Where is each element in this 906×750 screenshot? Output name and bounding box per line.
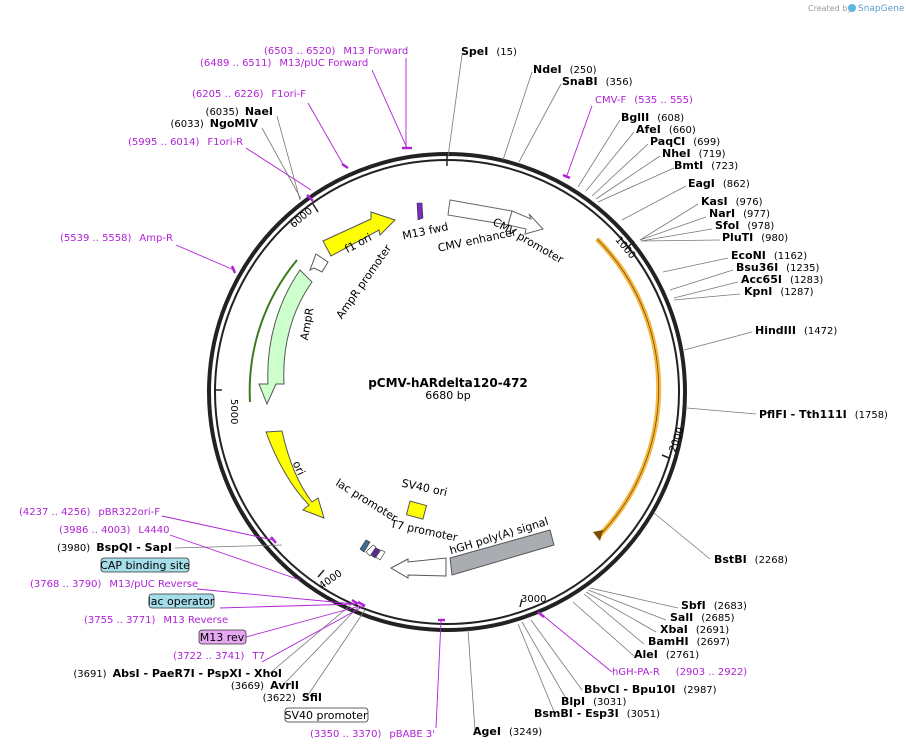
primer-label[interactable]: (5995 .. 6014)F1ori-R: [128, 137, 243, 148]
site-label[interactable]: SnaBI(356): [562, 75, 633, 88]
site-label[interactable]: BglII(608): [621, 111, 684, 124]
site-label[interactable]: SfoI(978): [715, 219, 774, 232]
site-label[interactable]: AgeI(3249): [473, 725, 542, 738]
site-label[interactable]: Acc65I(1283): [741, 273, 823, 286]
hgh-polya-shape: [449, 529, 555, 576]
site-label[interactable]: BmtI(723): [674, 159, 738, 172]
ori-label: ori: [290, 459, 308, 477]
primer-label[interactable]: (3350 .. 3370)pBABE 3': [310, 729, 435, 740]
primer-labels: (6503 .. 6520)M13 Forward (6489 .. 6511)…: [19, 46, 747, 740]
primer-label[interactable]: CMV-F(535 .. 555): [595, 95, 693, 106]
ring-ticks: [215, 154, 670, 608]
cap-binding-site-label: CAP binding site: [100, 559, 190, 572]
cap-binding-site-box[interactable]: [100, 557, 190, 573]
sv40-ori-shape: [405, 500, 428, 520]
site-label[interactable]: (6033)NgoMIV: [171, 117, 259, 130]
credit-prefix: Created by: [808, 4, 852, 13]
ampr-shape: [258, 269, 313, 406]
primer-label[interactable]: (3755 .. 3771)M13 Reverse: [84, 615, 228, 626]
primer-label[interactable]: (3722 .. 3741)T7: [173, 651, 265, 662]
site-label[interactable]: EcoNI(1162): [731, 249, 807, 262]
features: [258, 199, 555, 579]
m13-fwd-label: M13 fwd: [401, 220, 449, 242]
site-label[interactable]: PaqCI(699): [650, 135, 720, 148]
primer-label[interactable]: (4237 .. 4256)pBR322ori-F: [19, 507, 160, 518]
plasmid-size: 6680 bp: [425, 389, 470, 402]
site-label[interactable]: (3669)AvrII: [231, 679, 299, 692]
lac-operator-box[interactable]: [148, 593, 215, 609]
credit-brand: SnapGene: [858, 4, 905, 14]
site-label[interactable]: BsmBI - Esp3I(3051): [534, 707, 660, 720]
primer-lines: [161, 58, 613, 729]
site-label[interactable]: SalI(2685): [670, 611, 735, 624]
site-leader-lines: [174, 54, 757, 731]
site-label[interactable]: SbfI(2683): [681, 599, 747, 612]
sites-right: SpeI(15) NdeI(250) SnaBI(356) BglII(608)…: [461, 45, 888, 738]
primer-label[interactable]: (3768 .. 3790)M13/pUC Reverse: [30, 579, 198, 590]
lac-operator-shape: [370, 547, 381, 559]
site-label[interactable]: AleI(2761): [634, 648, 699, 661]
site-label[interactable]: AfeI(660): [636, 123, 696, 136]
m13-rev-box[interactable]: [198, 629, 247, 645]
orf-arc: [593, 237, 662, 541]
primer-label[interactable]: (6489 .. 6511)M13/pUC Forward: [200, 58, 368, 69]
sv40-ori-label: SV40 ori: [400, 477, 448, 499]
t7-promoter-label: T7 promoter: [388, 517, 459, 544]
sv40-promoter-box[interactable]: [284, 707, 369, 723]
lac-promoter-shape: [365, 544, 377, 557]
primer-label[interactable]: (6503 .. 6520)M13 Forward: [264, 46, 408, 57]
primer-label[interactable]: hGH-PA-R(2903 .. 2922): [612, 667, 747, 678]
site-label[interactable]: (3691)AbsI - PaeR7I - PspXI - XhoI: [73, 667, 282, 680]
site-label[interactable]: KasI(976): [701, 195, 763, 208]
m13-fwd-shape: [416, 202, 424, 221]
site-label[interactable]: (3980)BspQI - SapI: [57, 541, 172, 554]
ori-shape: [265, 430, 325, 519]
m13-rev-shape: [375, 549, 386, 561]
site-label[interactable]: EagI(862): [688, 177, 750, 190]
sites-left: (6035)NaeI (6033)NgoMIV (3980)BspQI - Sa…: [57, 105, 322, 704]
site-label[interactable]: BbvCI - Bpu10I(2987): [584, 683, 717, 696]
ampr-orf-line: [248, 259, 298, 403]
tick-label: 3000: [521, 594, 546, 605]
site-label[interactable]: PluTI(980): [722, 231, 788, 244]
tick-label: 5000: [228, 399, 239, 424]
site-label[interactable]: BamHI(2697): [648, 635, 730, 648]
m13-rev-label: M13 rev: [200, 631, 245, 644]
ampr-label: AmpR: [298, 306, 317, 341]
sv40-promoter-label: SV40 promoter: [284, 709, 368, 722]
boxed-labels: CAP binding site lac operator M13 rev SV…: [100, 557, 369, 723]
lac-promoter-label: lac promoter: [333, 476, 400, 525]
cmv-promoter-shape: [507, 210, 544, 235]
f1-ori-shape: [322, 211, 396, 257]
tick-label: 2000: [668, 426, 687, 454]
snapgene-logo-icon: [848, 4, 856, 12]
primer-label[interactable]: (6205 .. 6226)F1ori-F: [192, 89, 306, 100]
site-label[interactable]: (3622)SfiI: [263, 691, 322, 704]
site-label[interactable]: XbaI(2691): [660, 623, 729, 636]
plasmid-name: pCMV-hARdelta120-472: [368, 376, 528, 390]
site-label[interactable]: NheI(719): [662, 147, 726, 160]
primer-label[interactable]: (5539 .. 5558)Amp-R: [60, 233, 173, 244]
site-label[interactable]: BlpI(3031): [561, 695, 626, 708]
site-label[interactable]: NarI(977): [709, 207, 770, 220]
site-label[interactable]: Bsu36I(1235): [736, 261, 820, 274]
site-label[interactable]: NdeI(250): [533, 63, 597, 76]
site-label[interactable]: (6035)NaeI: [206, 105, 273, 118]
lac-operator-label: lac operator: [148, 595, 215, 608]
site-label[interactable]: PflFI - Tth111I(1758): [759, 408, 888, 421]
t7-promoter-shape: [389, 557, 447, 579]
ampr-promoter-label: AmpR promoter: [334, 242, 395, 321]
cap-binding-site-shape: [359, 539, 371, 553]
site-label[interactable]: KpnI(1287): [744, 285, 814, 298]
primer-label[interactable]: (3986 .. 4003)L4440: [59, 525, 169, 536]
site-label[interactable]: SpeI(15): [461, 45, 517, 58]
site-label[interactable]: HindIII(1472): [755, 324, 837, 337]
primer-marks: [230, 146, 571, 622]
ampr-promoter-shape: [309, 253, 329, 273]
site-label[interactable]: BstBI(2268): [714, 553, 788, 566]
tick-label: 4000: [317, 568, 344, 592]
